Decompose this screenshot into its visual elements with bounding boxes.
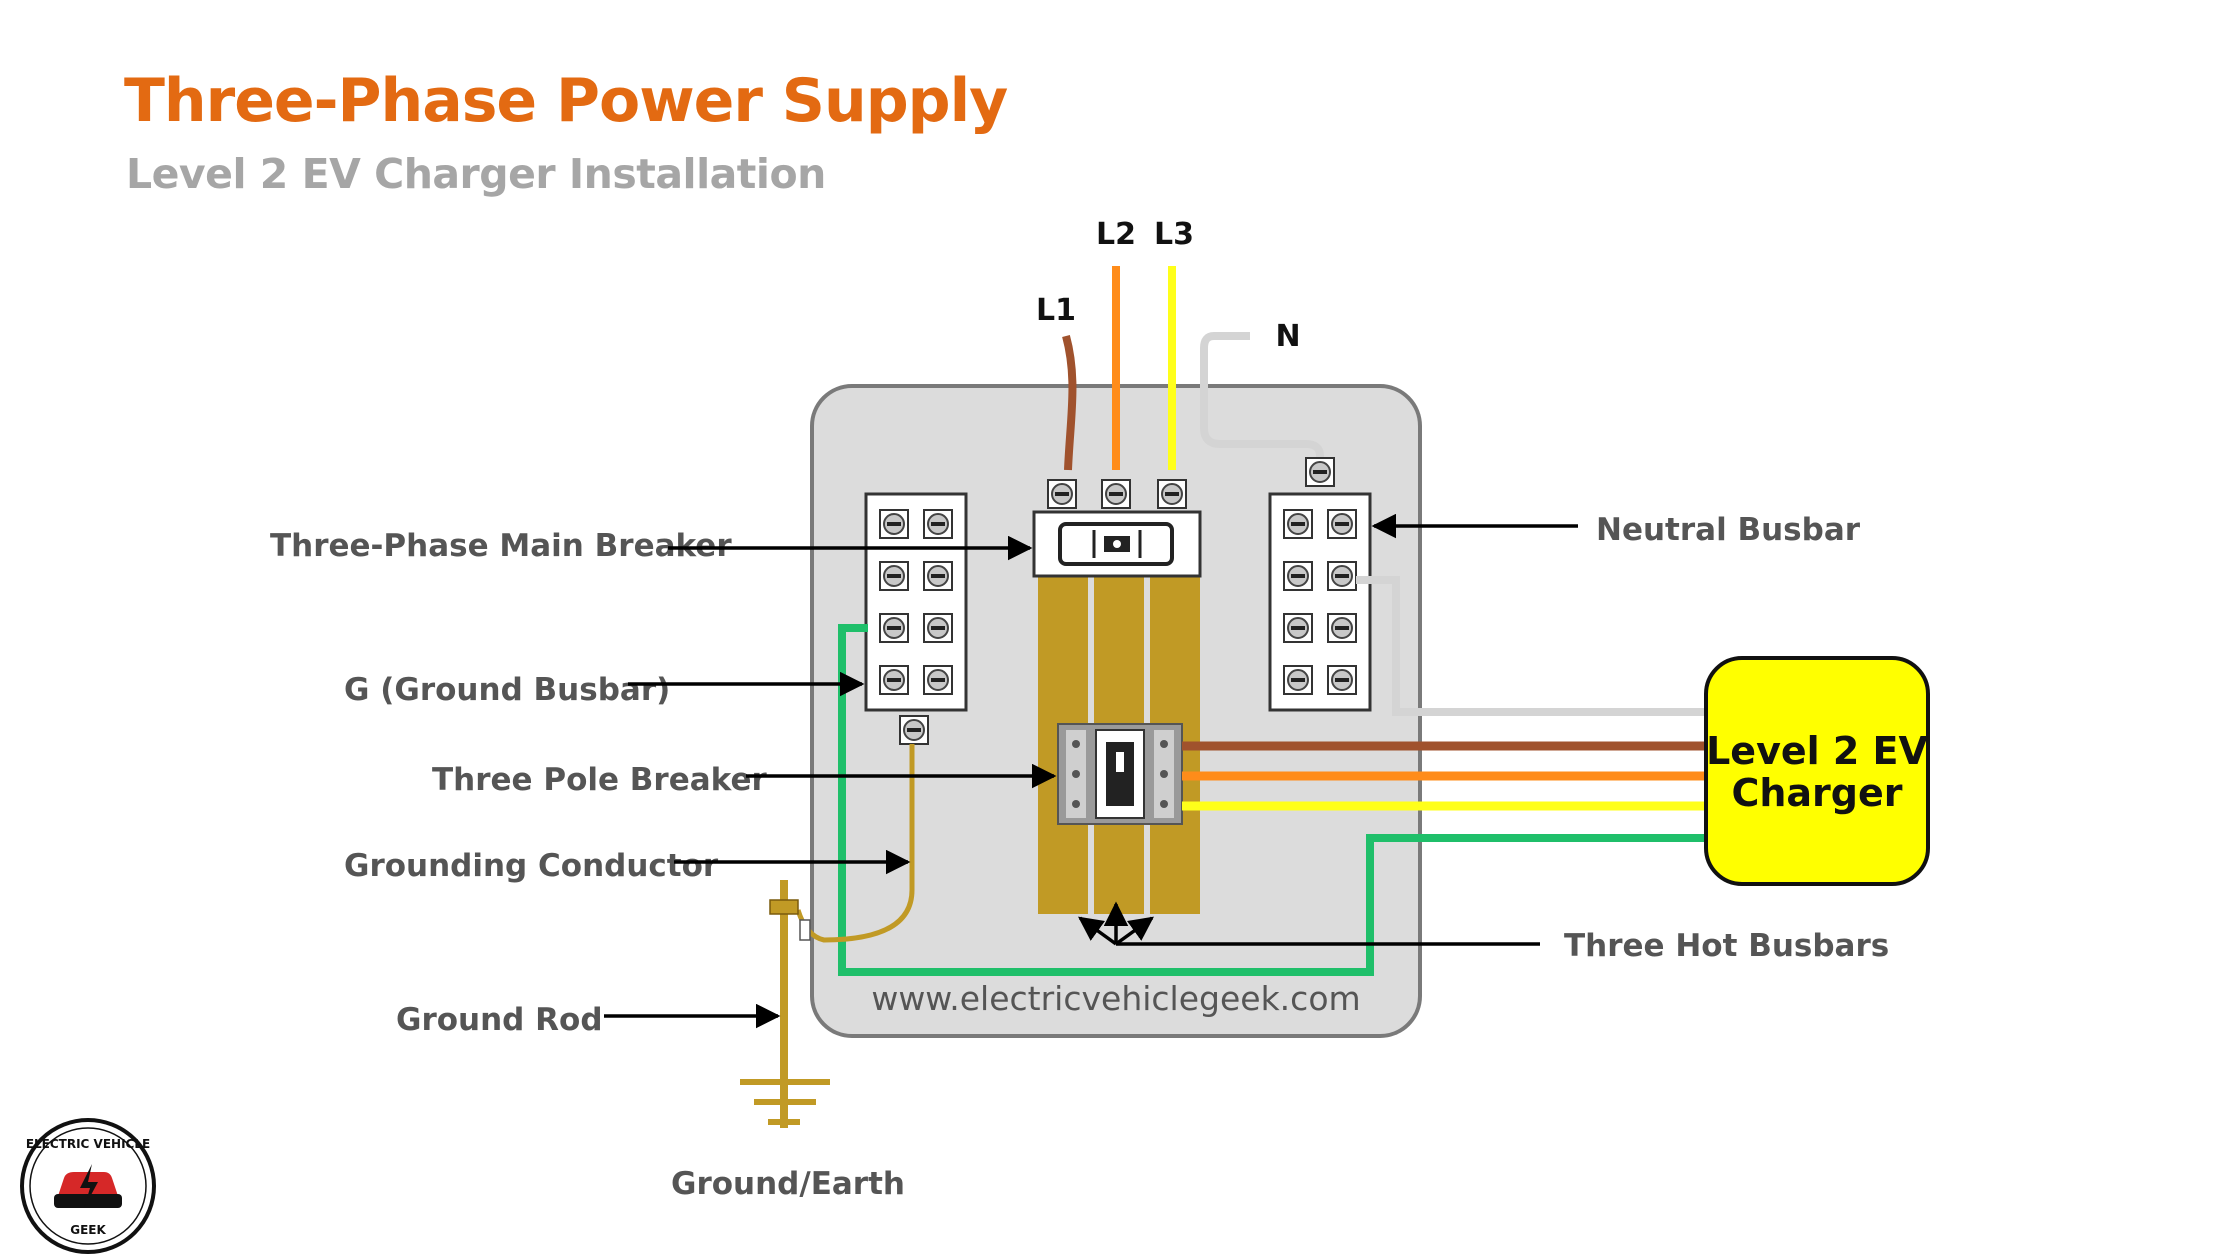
hot-busbars-label: Three Hot Busbars xyxy=(1564,928,1889,964)
charger-label-line1: Level 2 EV xyxy=(1706,729,1928,773)
ground-busbar-label: G (Ground Busbar) xyxy=(344,672,670,708)
diagram-subtitle: Level 2 EV Charger Installation xyxy=(126,150,826,198)
l3-label: L3 xyxy=(1154,217,1194,252)
ground-out-wire xyxy=(838,624,1712,976)
logo-top-text: ELECTRIC VEHICLE xyxy=(26,1137,150,1151)
ground-rod xyxy=(740,880,830,1128)
main-breaker xyxy=(1032,479,1202,578)
n-label: N xyxy=(1275,319,1300,354)
ground-earth-label: Ground/Earth xyxy=(671,1166,905,1202)
three-pole-breaker xyxy=(1057,723,1183,825)
ev-charger-box xyxy=(1704,656,1930,886)
ground-rod-label: Ground Rod xyxy=(396,1002,603,1038)
neutral-busbar-label: Neutral Busbar xyxy=(1596,512,1861,548)
logo-bottom-text: GEEK xyxy=(70,1223,106,1237)
neutral-out-wire xyxy=(1356,576,1712,716)
diagram-title: Three-Phase Power Supply xyxy=(124,66,1008,136)
main-breaker-label: Three-Phase Main Breaker xyxy=(270,528,732,564)
neutral-wire-in xyxy=(1200,332,1324,470)
three-pole-breaker-label: Three Pole Breaker xyxy=(432,762,767,798)
charger-label-line2: Charger xyxy=(1731,771,1902,815)
brand-logo: ELECTRIC VEHICLE GEEK xyxy=(20,1118,156,1254)
website-url: www.electricvehiclegeek.com xyxy=(871,979,1360,1018)
hot-busbars-arrows xyxy=(1078,901,1540,946)
l1-wire xyxy=(1062,334,1077,471)
ground-busbar xyxy=(864,492,968,745)
l1-label: L1 xyxy=(1036,293,1076,328)
l2-label: L2 xyxy=(1096,217,1136,252)
grounding-conductor-label: Grounding Conductor xyxy=(344,848,719,884)
neutral-busbar xyxy=(1268,457,1372,712)
